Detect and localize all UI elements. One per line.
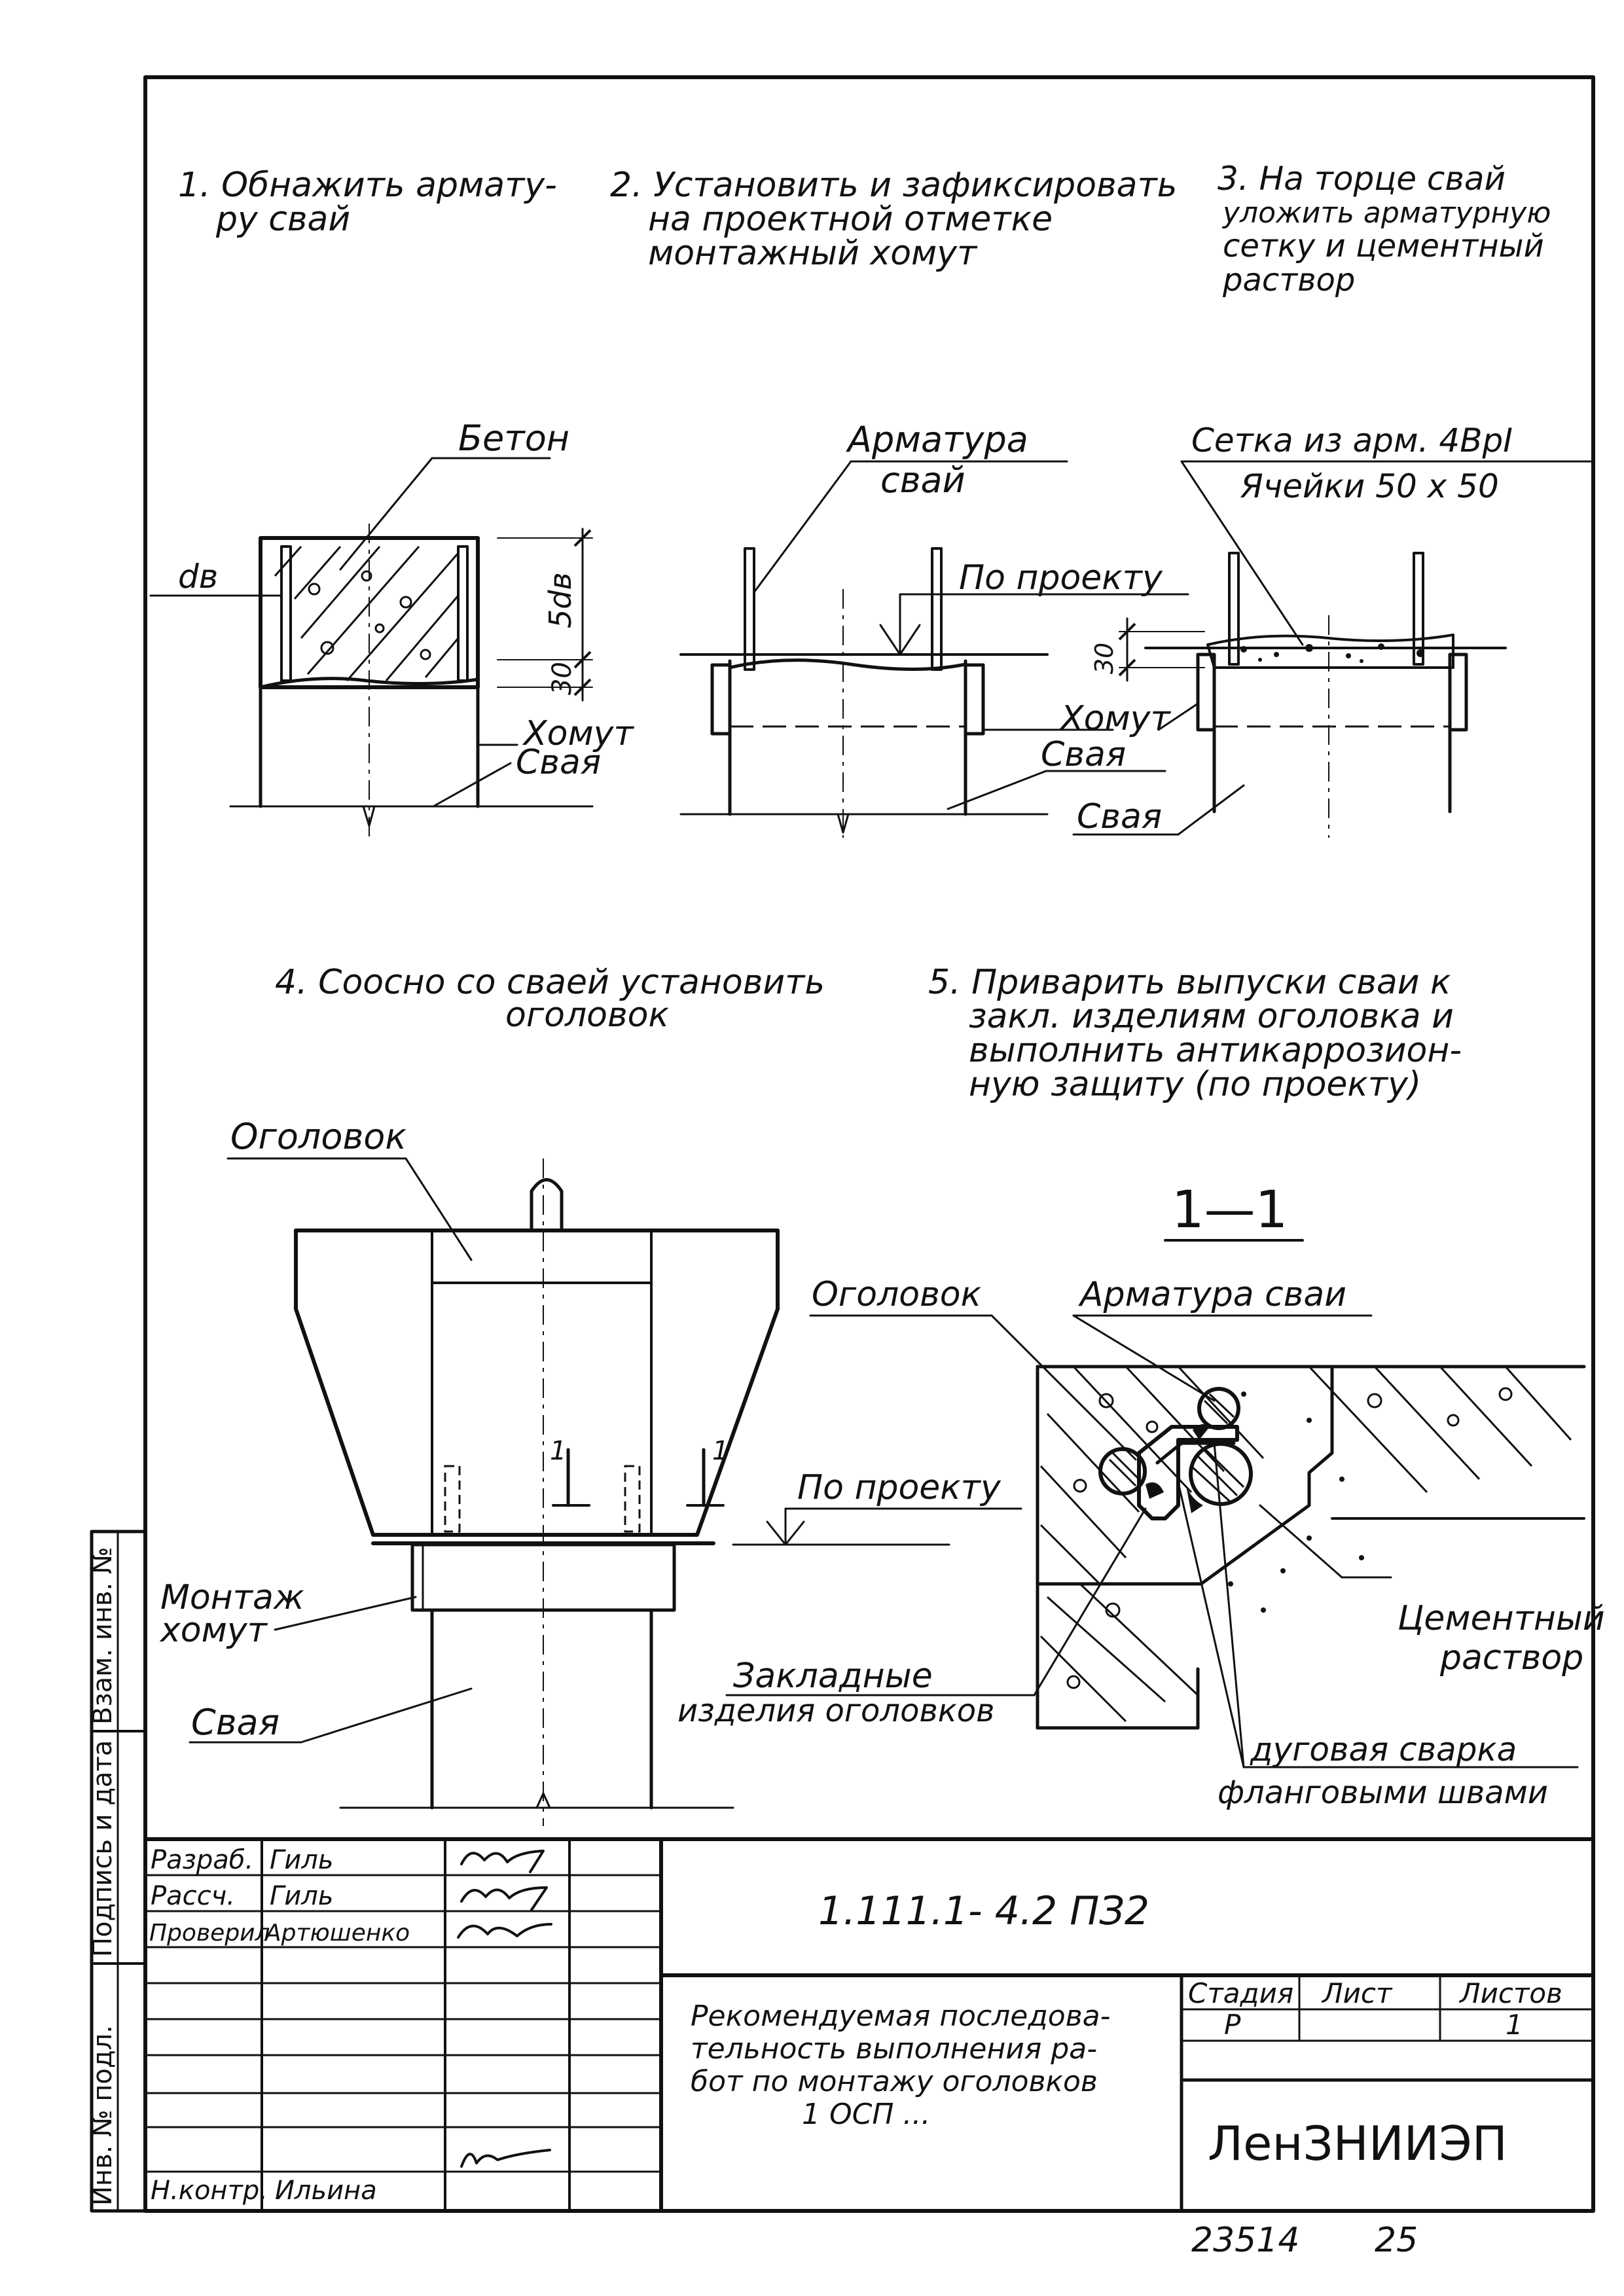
label-setka-2: Ячейки 50 х 50 — [1240, 467, 1499, 505]
tb-role-0: Разраб. — [151, 1845, 253, 1875]
tb-stadia-label: Стадия — [1188, 1977, 1293, 2009]
section-title: 1—1 — [1172, 1181, 1288, 1240]
tb-desc-1: Рекомендуемая последова- — [691, 2000, 1110, 2033]
tb-desc-3: бот по монтажу оголовков — [691, 2065, 1098, 2098]
stamp-vzam-inv: Взам. инв. № — [88, 1547, 118, 1725]
detail-3-mesh-and-mortar — [1072, 460, 1592, 838]
sheet-frame — [90, 75, 1595, 2213]
tb-listov-value: 1 — [1506, 2009, 1523, 2041]
tb-name-1: Гиль — [270, 1881, 333, 1911]
step-5-caption: 5. Приварить выпуски сваи к закл. издели… — [928, 963, 1462, 1104]
label-po-proektu-d2: По проекту — [959, 558, 1163, 598]
step-5-line-2: закл. изделиям оголовка и — [969, 997, 1454, 1036]
tb-listov-label: Листов — [1458, 1977, 1562, 2009]
title-block — [143, 1837, 1595, 2213]
tb-desc-2: тельность выполнения ра- — [691, 2032, 1097, 2066]
step-3-line-1: 3. На торце свай — [1218, 160, 1506, 198]
label-armatura-svai-2: свай — [880, 459, 965, 501]
tb-desc-4: 1 ОСП ... — [802, 2098, 930, 2131]
step-5-line-4: ную защиту (по проекту) — [969, 1065, 1421, 1104]
label-beton: Бетон — [458, 418, 569, 459]
tb-name-2: Артюшенко — [264, 1920, 410, 1946]
detail-2-clamp-installed — [679, 460, 1189, 838]
label-armatura-svai-section: Арматура сваи — [1078, 1275, 1346, 1314]
step-5-line-1: 5. Приварить выпуски сваи к — [928, 963, 1451, 1002]
label-svaya-d3a: Свая — [1041, 735, 1126, 774]
tb-stadia-value: Р — [1224, 2009, 1241, 2041]
label-zakladnye-2: изделия оголовков — [677, 1693, 994, 1729]
step-5-line-3: выполнить антикаррозион- — [969, 1031, 1462, 1070]
step-3-line-2: уложить арматурную — [1221, 196, 1551, 230]
step-4-caption: 4. Соосно со сваей установить оголовок — [275, 963, 825, 1035]
stamp-podpis-data: Подпись и дата — [88, 1740, 118, 1957]
label-armatura-svai-1: Арматура — [846, 419, 1028, 460]
label-montazh-2: хомут — [159, 1611, 268, 1650]
label-svarka-1: дуговая сварка — [1250, 1731, 1517, 1768]
footer-left-number: 23514 — [1191, 2221, 1299, 2260]
label-5dv: 5dв — [543, 572, 578, 628]
label-zakladnye-1: Закладные — [733, 1657, 933, 1696]
stamp-inv-podl: Инв. № подл. — [88, 2025, 118, 2206]
section-mark-left: 1 — [550, 1436, 566, 1466]
step-3-caption: 3. На торце свай уложить арматурную сетк… — [1218, 160, 1551, 298]
label-svaya-d3b: Свая — [1077, 797, 1162, 836]
label-ogolovok-d4: Оголовок — [230, 1116, 406, 1157]
step-1-line-1: 1. Обнажить армату- — [178, 166, 557, 205]
label-khomut-d1: Хомут — [522, 714, 634, 753]
label-ogolovok-section: Оголовок — [812, 1275, 982, 1314]
step-4-line-2: оголовок — [505, 996, 669, 1035]
step-2-line-3: монтажный хомут — [648, 234, 978, 273]
label-tsementny-1: Цементный — [1398, 1599, 1605, 1638]
tb-role-1: Рассч. — [151, 1881, 235, 1911]
label-po-proektu-d4: По проекту — [797, 1468, 1001, 1507]
step-2-line-1: 2. Установить и зафиксировать — [610, 166, 1177, 205]
label-setka-1: Сетка из арм. 4ВрI — [1191, 422, 1513, 459]
label-khomut-d3: Хомут — [1058, 699, 1171, 738]
label-tsementny-2: раствор — [1439, 1638, 1583, 1677]
tb-list-label: Лист — [1321, 1977, 1393, 2009]
tb-name-0: Гиль — [270, 1845, 333, 1875]
step-2-caption: 2. Установить и зафиксировать на проектн… — [610, 166, 1177, 273]
tb-name-6: Ильина — [275, 2176, 377, 2206]
tb-org: ЛенЗНИИЭП — [1208, 2116, 1507, 2171]
tb-doc-code: 1.111.1- 4.2 ПЗ2 — [818, 1888, 1149, 1934]
step-3-line-4: раствор — [1222, 262, 1355, 298]
tb-role-6: Н.контр. — [151, 2176, 268, 2206]
step-4-line-1: 4. Соосно со сваей установить — [275, 963, 825, 1002]
label-30-d1: 30 — [547, 662, 577, 695]
label-d-v: dв — [178, 558, 218, 596]
label-montazh-1: Монтаж — [160, 1578, 304, 1617]
section-1-1-detail — [725, 1314, 1586, 1768]
detail-1-exposed-rebar — [149, 457, 594, 838]
label-svaya-d4: Свая — [191, 1702, 280, 1743]
step-2-line-2: на проектной отметке — [648, 200, 1053, 239]
label-svarka-2: фланговыми швами — [1218, 1774, 1548, 1811]
step-3-line-3: сетку и цементный — [1223, 228, 1544, 264]
step-1-line-2: ру свай — [215, 200, 350, 239]
label-30-d3: 30 — [1090, 643, 1119, 674]
detail-4-pile-cap — [189, 1157, 1022, 1826]
tb-role-2: Проверил — [149, 1920, 270, 1946]
label-svaya-d1: Свая — [516, 743, 601, 782]
step-1-caption: 1. Обнажить армату- ру свай — [178, 166, 557, 239]
footer-right-number: 25 — [1375, 2221, 1418, 2260]
section-mark-right: 1 — [712, 1436, 729, 1466]
